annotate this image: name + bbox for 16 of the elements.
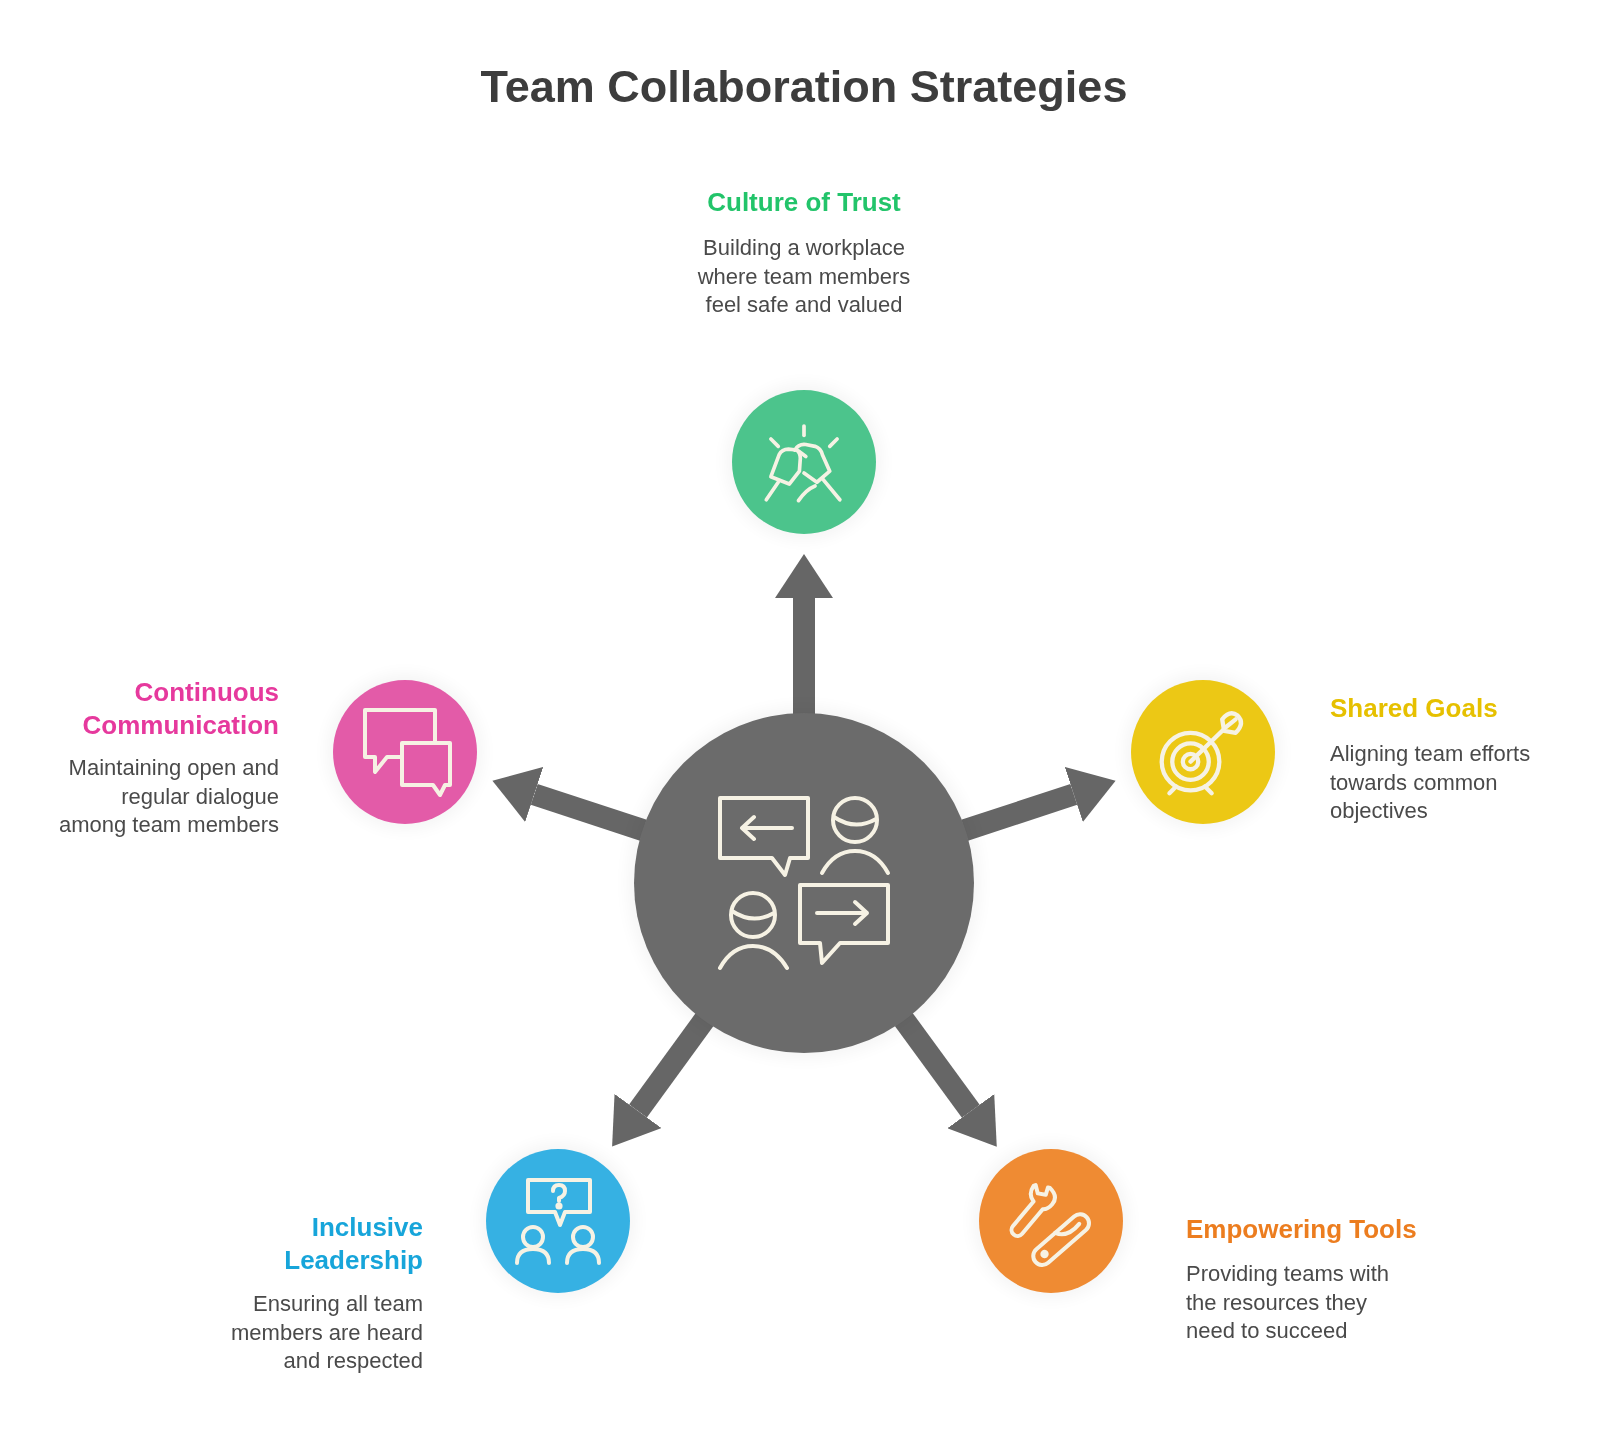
diagram-title: Team Collaboration Strategies (480, 60, 1128, 114)
strategy-description: Maintaining open and regular dialogue among team members (57, 754, 279, 840)
strategy-heading: Continuous Communication (81, 676, 279, 742)
arrow (612, 1013, 714, 1147)
arrow (961, 766, 1116, 841)
strategy-description: Ensuring all team members are heard and respected (230, 1290, 423, 1376)
strategy-description: Aligning team efforts towards common objectives (1330, 740, 1532, 826)
strategy-description: Providing teams with the resources they need to succeed (1186, 1260, 1390, 1346)
arrow (894, 1012, 997, 1147)
strategy-heading: Inclusive Leadership (283, 1211, 423, 1277)
arrow (775, 554, 833, 714)
strategy-heading: Culture of Trust (707, 186, 901, 219)
strategy-description: Building a workplace where team members feel safe and valued (696, 234, 912, 320)
strategy-heading: Shared Goals (1330, 692, 1498, 725)
arrow (492, 766, 647, 841)
strategy-heading: Empowering Tools (1186, 1213, 1417, 1246)
